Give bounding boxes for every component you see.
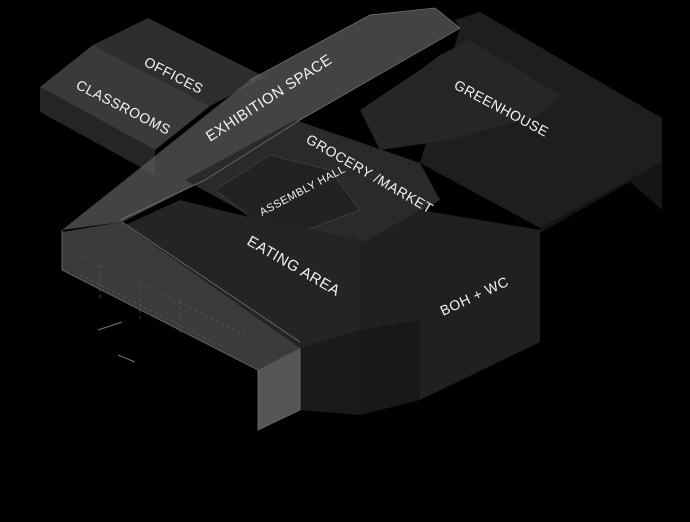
section-marker: [98, 322, 135, 362]
boh-side: [360, 320, 420, 415]
